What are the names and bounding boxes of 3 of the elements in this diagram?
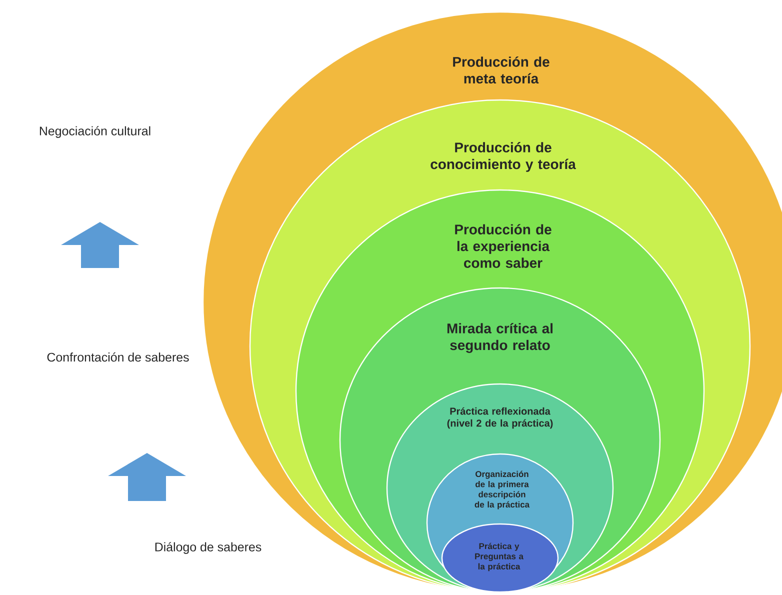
- stage-label: Negociación cultural: [40, 126, 150, 138]
- circle-layer: Práctica y Preguntas a la práctica: [441, 523, 559, 593]
- stage-label: Confrontación de saberes: [47, 352, 189, 362]
